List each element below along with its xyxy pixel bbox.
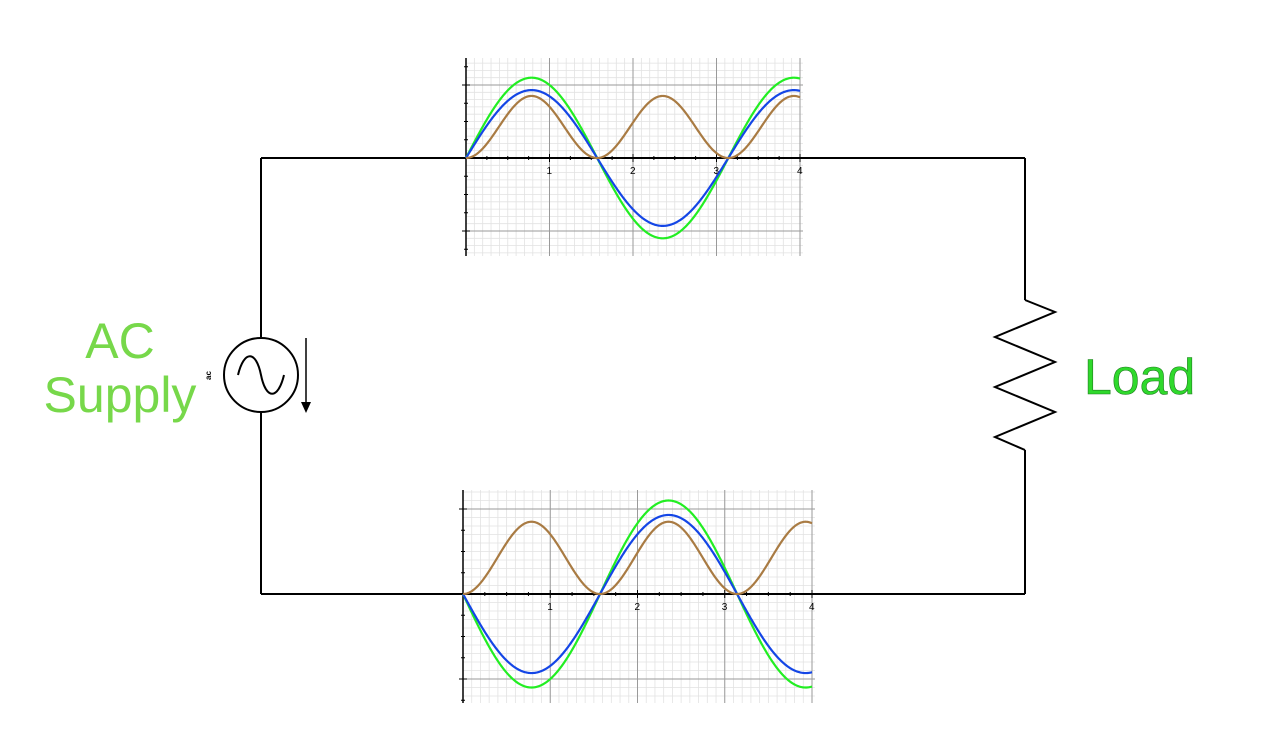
x-tick-label: 2 [635, 602, 641, 613]
x-tick-label: 2 [630, 166, 636, 177]
x-tick-label: 4 [809, 602, 815, 613]
x-tick-label: 3 [722, 602, 728, 613]
ac-source-tag: ac [203, 371, 213, 380]
series-line-green [462, 499, 813, 689]
series-line-brown [462, 520, 813, 596]
series-line-blue [465, 89, 801, 227]
x-tick-label: 3 [714, 166, 720, 177]
x-tick-label: 1 [547, 602, 553, 613]
x-tick-label: 1 [547, 166, 553, 177]
resistor-load-symbol [992, 299, 1058, 451]
series-line-brown [465, 94, 801, 160]
sine-wave-icon [237, 355, 285, 395]
ac-supply-label: AC Supply [30, 314, 210, 422]
bottom-waveform-plot: 1 2 3 4 [459, 490, 815, 703]
series-line-green [465, 76, 801, 240]
load-label: Load [1084, 349, 1196, 405]
ac-supply-label-line1: AC [85, 313, 155, 369]
top-waveform-plot: 1 2 3 4 [462, 58, 803, 256]
ac-source-symbol [223, 337, 299, 413]
ac-supply-label-line2: Supply [43, 367, 197, 423]
current-direction-arrow-icon [301, 338, 311, 413]
x-tick-label: 4 [797, 166, 803, 177]
series-line-blue [462, 513, 813, 675]
